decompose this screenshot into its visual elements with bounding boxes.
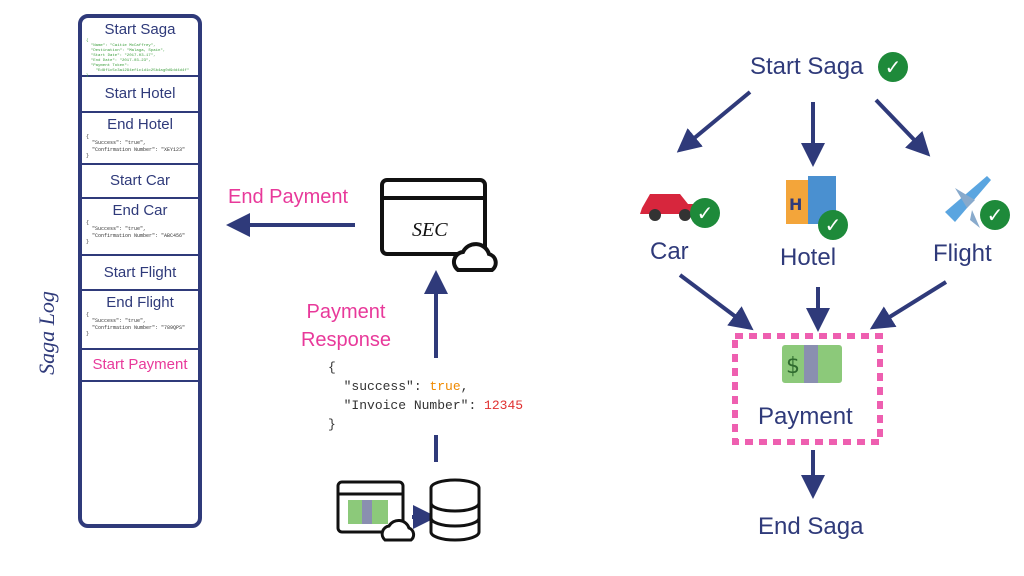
log-entry-start-saga: Start Saga{ "Name": "Caitie McCaffrey", … — [82, 18, 198, 78]
entry-title: End Car — [112, 202, 168, 219]
check-icon: ✓ — [690, 198, 720, 228]
entry-title: End Flight — [106, 294, 174, 311]
entry-json: { "Success": "true", "Confirmation Numbe… — [86, 312, 186, 337]
entry-title: Start Payment — [92, 356, 188, 373]
log-entry-start-hotel: Start Hotel — [82, 77, 198, 113]
payment-response-json: { "success": true, "Invoice Number": 123… — [328, 358, 523, 434]
entry-json: { "Success": "true", "Confirmation Numbe… — [86, 220, 186, 245]
payment-node: Payment — [758, 403, 853, 430]
log-entry-end-hotel: End Hotel{ "Success": "true", "Confirmat… — [82, 113, 198, 165]
entry-title: End Hotel — [107, 116, 173, 133]
log-entry-start-payment: Start Payment — [82, 350, 198, 382]
json-key: "Invoice Number" — [343, 398, 469, 413]
json-line: } — [328, 417, 336, 432]
entry-json: { "Name": "Caitie McCaffrey", "Destinati… — [86, 39, 190, 78]
end-payment-label: End Payment — [228, 186, 349, 208]
check-icon: ✓ — [878, 52, 908, 82]
airplane-icon — [945, 176, 991, 228]
saga-log: Start Saga{ "Name": "Caitie McCaffrey", … — [78, 14, 202, 528]
json-line: "Invoice Number": 12345 — [343, 398, 524, 413]
flight-node: Flight — [933, 240, 992, 267]
check-icon: ✓ — [980, 200, 1010, 230]
json-key: "success" — [343, 379, 414, 394]
svg-text:$: $ — [786, 354, 800, 379]
payment-highlight-box — [732, 333, 883, 445]
end-saga-node: End Saga — [758, 513, 864, 540]
arrow-start-car — [676, 90, 752, 153]
entry-title: Start Hotel — [104, 85, 176, 102]
label-line: Payment — [306, 301, 386, 323]
json-value: 12345 — [484, 398, 524, 413]
sec-label: SEC — [412, 219, 448, 241]
car-icon — [640, 194, 696, 221]
log-entry-start-flight: Start Flight — [82, 256, 198, 291]
arrow-flight-payment — [869, 280, 948, 330]
entry-json: { "Success": "true", "Confirmation Numbe… — [86, 134, 186, 159]
json-line: "success": true, — [343, 379, 469, 394]
payment-service-icon — [336, 480, 416, 542]
hotel-node: Hotel — [780, 244, 837, 271]
entry-title: Start Flight — [103, 264, 177, 281]
check-icon: ✓ — [818, 210, 848, 240]
json-value: true — [429, 379, 461, 394]
json-line: { — [328, 360, 336, 375]
log-entry-end-car: End Car{ "Success": "true", "Confirmatio… — [82, 199, 198, 256]
car-node: Car — [650, 238, 689, 265]
entry-title: Start Saga — [104, 21, 176, 38]
svg-text:H: H — [789, 195, 802, 214]
label-line: Response — [300, 329, 392, 351]
arrow-car-payment — [678, 273, 754, 331]
entry-title: Start Car — [109, 172, 170, 189]
log-entry-end-flight: End Flight{ "Success": "true", "Confirma… — [82, 291, 198, 350]
log-entry-start-car: Start Car — [82, 165, 198, 199]
arrow-start-flight — [874, 98, 931, 157]
money-icon: $ — [782, 345, 842, 383]
database-icon — [429, 478, 481, 542]
sec-window-icon — [380, 178, 498, 272]
start-saga-node: Start Saga — [750, 53, 864, 80]
